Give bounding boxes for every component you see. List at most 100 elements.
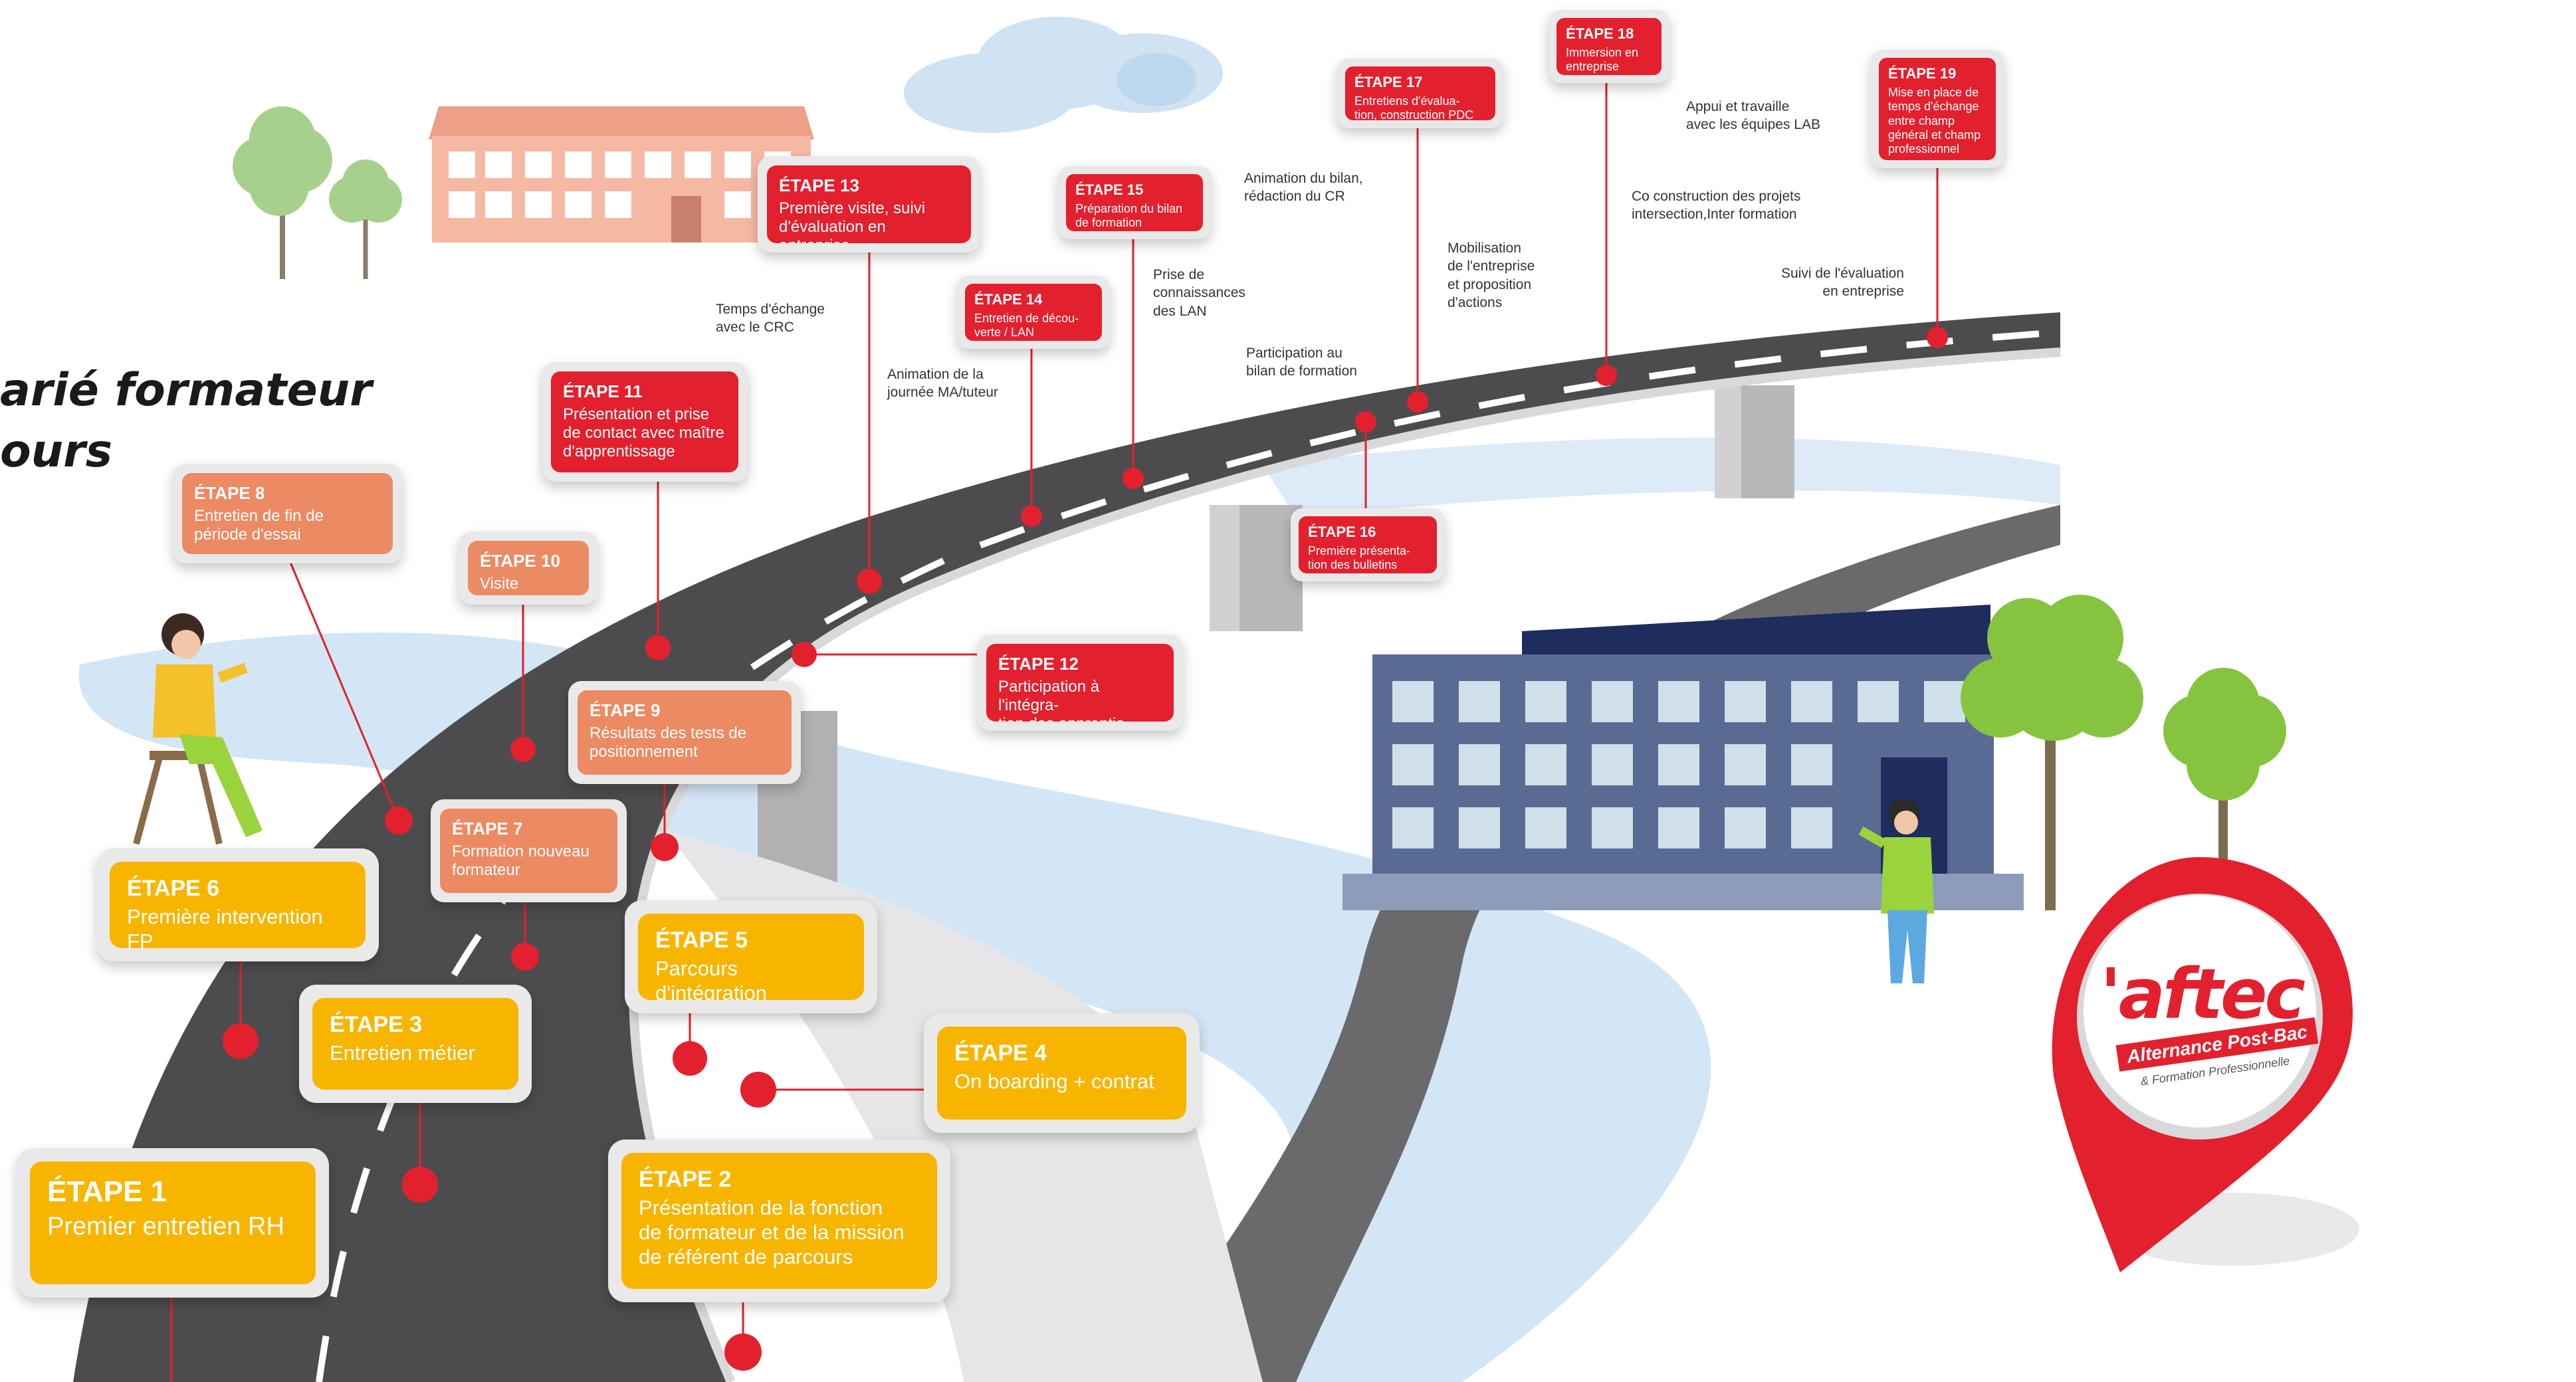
marker-dot bbox=[857, 569, 882, 594]
step-title: ÉTAPE 4 bbox=[954, 1040, 1047, 1066]
step-card-6: ÉTAPE 6 Première intervention FP bbox=[96, 848, 379, 961]
aftec-logo: 'aftec Alternance Post-Bac & Formation P… bbox=[2040, 857, 2359, 1282]
annotation-note: Prise de connaissances des LAN bbox=[1153, 267, 1245, 319]
step-text: Mise en place de temps d'échange entre c… bbox=[1888, 86, 1981, 156]
marker-dot bbox=[740, 1072, 776, 1108]
marker-dot bbox=[385, 807, 413, 835]
office-building bbox=[1342, 605, 2024, 910]
annotation-note: Temps d'échange avec le CRC bbox=[716, 302, 825, 336]
step-card-10: ÉTAPE 10 Visite médicale bbox=[459, 532, 598, 605]
step-title: ÉTAPE 9 bbox=[590, 700, 661, 720]
map-pin-icon bbox=[2052, 857, 2359, 1272]
step-text: Préparation du bilan de formation bbox=[1075, 202, 1183, 230]
connector-dots bbox=[223, 327, 1948, 1371]
step-card-15: ÉTAPE 15 Préparation du bilan de formatio… bbox=[1058, 166, 1211, 239]
person-seated bbox=[133, 613, 263, 845]
step-title: ÉTAPE 6 bbox=[127, 876, 220, 901]
marker-dot bbox=[402, 1167, 438, 1203]
tree bbox=[233, 106, 402, 279]
brick-building bbox=[429, 106, 814, 243]
annotation-note: Mobilisation de l'entreprise et proposit… bbox=[1448, 241, 1535, 310]
river-far bbox=[1263, 437, 2060, 518]
step-title: ÉTAPE 2 bbox=[639, 1167, 732, 1192]
step-title: ÉTAPE 11 bbox=[563, 381, 643, 401]
step-title: ÉTAPE 16 bbox=[1308, 524, 1376, 540]
marker-dot bbox=[651, 833, 679, 861]
marker-dot bbox=[1355, 411, 1376, 433]
person-standing bbox=[1858, 798, 1934, 983]
tree bbox=[1961, 595, 2286, 910]
main-road bbox=[73, 312, 2060, 1382]
step-text: Immersion en entreprise bbox=[1566, 46, 1639, 74]
marker-dot bbox=[645, 635, 671, 660]
step-text: Résultats des tests de positionnement bbox=[590, 724, 747, 761]
step-text: Entretien métier bbox=[330, 1041, 475, 1065]
step-card-17: ÉTAPE 17 Entretiens d'évalua- tion, const… bbox=[1337, 58, 1503, 128]
step-title: ÉTAPE 18 bbox=[1566, 25, 1634, 42]
ground-road bbox=[1130, 505, 2060, 1382]
step-text: Formation nouveau formateur bbox=[452, 842, 590, 879]
step-card-3: ÉTAPE 3 Entretien métier bbox=[299, 985, 532, 1103]
step-text: Présentation et prise de contact avec ma… bbox=[563, 405, 724, 461]
annotation-note: Animation du bilan, rédaction du CR bbox=[1244, 171, 1363, 205]
step-title: ÉTAPE 15 bbox=[1075, 181, 1144, 198]
step-text: Présentation de la fonction de formateur… bbox=[639, 1196, 905, 1268]
step-card-11: ÉTAPE 11 Présentation et prise de contact… bbox=[542, 362, 748, 482]
marker-dot bbox=[1123, 468, 1144, 489]
step-title: ÉTAPE 1 bbox=[47, 1175, 167, 1208]
step-text: Participation à l'intégra- tion des appr… bbox=[998, 677, 1124, 722]
step-card-5: ÉTAPE 5 Parcours d'intégration bbox=[625, 900, 877, 1013]
step-title: ÉTAPE 10 bbox=[480, 551, 560, 571]
step-title: ÉTAPE 13 bbox=[779, 175, 859, 195]
step-card-12: ÉTAPE 12 Participation à l'intégra- tion … bbox=[977, 635, 1183, 731]
step-card-14: ÉTAPE 14 Entretien de décou- verte / LAN bbox=[957, 276, 1110, 349]
step-text: Entretiens d'évalua- tion, construction … bbox=[1354, 94, 1474, 120]
step-text: Entretien de décou- verte / LAN bbox=[974, 312, 1079, 340]
marker-dot bbox=[1927, 327, 1948, 348]
step-text: Entretien de fin de période d'essai bbox=[194, 506, 324, 543]
step-card-19: ÉTAPE 19 Mise en place de temps d'échange… bbox=[1871, 50, 2004, 168]
step-title: ÉTAPE 7 bbox=[452, 819, 523, 839]
step-text: Visite médicale bbox=[480, 574, 544, 595]
step-text: Premier entretien RH bbox=[47, 1213, 284, 1241]
step-title: ÉTAPE 5 bbox=[655, 928, 748, 953]
marker-dot bbox=[673, 1041, 707, 1076]
annotation-note: Suivi de l'évaluation en entreprise bbox=[1781, 266, 1904, 300]
step-card-13: ÉTAPE 13 Première visite, suivi d'évaluat… bbox=[758, 156, 980, 252]
step-card-9: ÉTAPE 9 Résultats des tests de positionne… bbox=[568, 681, 801, 784]
marker-dot bbox=[223, 1023, 259, 1059]
connector-lines bbox=[170, 80, 1939, 1382]
step-text: Parcours d'intégration bbox=[655, 957, 767, 1000]
marker-dot bbox=[792, 642, 817, 667]
step-title: ÉTAPE 8 bbox=[194, 483, 265, 503]
step-title: ÉTAPE 3 bbox=[330, 1012, 423, 1037]
road-edge bbox=[629, 347, 2061, 1382]
step-card-1: ÉTAPE 1 Premier entretien RH bbox=[17, 1148, 329, 1298]
annotation-note: Appui et travaille avec les équipes LAB bbox=[1686, 99, 1820, 133]
step-text: On boarding + contrat bbox=[954, 1070, 1154, 1094]
annotation-note: Animation de la journée MA/tuteur bbox=[887, 367, 998, 401]
step-card-8: ÉTAPE 8 Entretien de fin de période d'ess… bbox=[173, 464, 402, 563]
step-title: ÉTAPE 12 bbox=[998, 654, 1079, 674]
logo-wordmark: 'aftec bbox=[2100, 953, 2306, 1035]
step-text: Première intervention FP bbox=[127, 905, 323, 948]
marker-dot bbox=[724, 1333, 762, 1371]
step-card-16: ÉTAPE 16 Première présenta- tion des bull… bbox=[1291, 508, 1445, 581]
marker-dot bbox=[1596, 365, 1617, 386]
annotation-note: Participation au bilan de formation bbox=[1246, 346, 1357, 379]
marker-dot bbox=[510, 737, 536, 762]
page-title-line-1: arié formateur bbox=[0, 364, 372, 417]
marker-dot bbox=[511, 943, 539, 971]
step-text: Première visite, suivi d'évaluation en e… bbox=[779, 199, 926, 243]
step-card-18: ÉTAPE 18 Immersion en entreprise bbox=[1549, 10, 1669, 83]
step-card-7: ÉTAPE 7 Formation nouveau formateur bbox=[431, 799, 627, 902]
marker-dot bbox=[1021, 506, 1042, 527]
step-card-4: ÉTAPE 4 On boarding + contrat bbox=[924, 1013, 1200, 1133]
step-title: ÉTAPE 14 bbox=[974, 291, 1043, 308]
step-title: ÉTAPE 19 bbox=[1888, 65, 1957, 82]
marker-dot bbox=[1407, 391, 1428, 413]
step-title: ÉTAPE 17 bbox=[1354, 74, 1423, 90]
step-text: Première présenta- tion des bulletins bbox=[1308, 544, 1411, 572]
cloud bbox=[904, 17, 1223, 133]
